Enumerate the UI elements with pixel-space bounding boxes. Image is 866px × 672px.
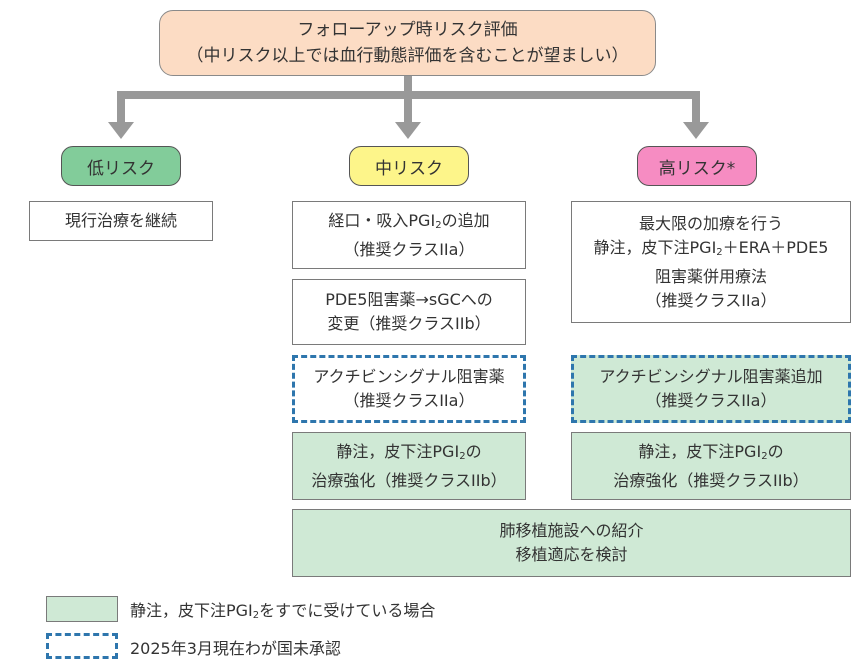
mid-drop-line xyxy=(404,91,412,123)
mid-b1-line1: 経口・吸入PGI2の追加 xyxy=(328,210,490,231)
mid-b2-line2: 変更（推奨クラスIIb） xyxy=(327,314,491,333)
low-risk-pill: 低リスク xyxy=(61,146,181,186)
mid-iv-sc-pgi2-intensify-box: 静注，皮下注PGI2の 治療強化（推奨クラスIIb） xyxy=(292,432,526,500)
high-b3-line2: 治療強化（推奨クラスIIb） xyxy=(613,470,809,490)
mid-b3-line1: アクチビンシグナル阻害薬 xyxy=(313,367,505,386)
legend-dashed-swatch xyxy=(46,633,118,659)
low-risk-label: 低リスク xyxy=(87,158,155,179)
high-b1-line1: 最大限の加療を行う xyxy=(638,213,783,233)
high-b3-line1: 静注，皮下注PGI2の xyxy=(638,441,784,462)
high-b1-line2: 静注，皮下注PGI2＋ERA＋PDE5 xyxy=(593,237,829,258)
high-b1-line3: 阻害薬併用療法 xyxy=(654,266,767,286)
right-drop-line xyxy=(692,91,700,123)
top-line-1: フォローアップ時リスク評価 xyxy=(297,20,518,40)
mid-b4-line1: 静注，皮下注PGI2の xyxy=(336,441,482,462)
legend-green-swatch xyxy=(46,596,118,622)
legend-green-text: 静注，皮下注PGI2をすでに受けている場合 xyxy=(130,601,436,621)
low-box-text: 現行治療を継続 xyxy=(64,211,177,230)
high-risk-label: 高リスク* xyxy=(658,158,736,179)
trunk-line xyxy=(404,76,412,98)
mid-oral-inhaled-pgi2-box: 経口・吸入PGI2の追加 （推奨クラスIIa） xyxy=(292,201,526,269)
bottom-line2: 移植適応を検討 xyxy=(515,545,628,564)
high-maximal-therapy-box: 最大限の加療を行う 静注，皮下注PGI2＋ERA＋PDE5 阻害薬併用療法 （推… xyxy=(571,201,851,323)
high-iv-sc-pgi2-intensify-box: 静注，皮下注PGI2の 治療強化（推奨クラスIIb） xyxy=(571,432,851,500)
arrow-to-low xyxy=(108,122,134,139)
high-b2-line1: アクチビンシグナル阻害薬追加 xyxy=(599,367,823,386)
continue-current-treatment-box: 現行治療を継続 xyxy=(29,201,213,241)
mid-risk-label: 中リスク xyxy=(375,158,443,179)
lung-transplant-referral-box: 肺移植施設への紹介 移植適応を検討 xyxy=(292,509,851,577)
legend-dashed-text: 2025年3月現在わが国未承認 xyxy=(130,639,341,658)
top-line-2: （中リスク以上では血行動態評価を含むことが望ましい） xyxy=(186,46,629,66)
bottom-line1: 肺移植施設への紹介 xyxy=(499,521,644,540)
mid-b2-line1: PDE5阻害薬→sGCへの xyxy=(325,290,493,309)
high-b2-line2: （推奨クラスIIa） xyxy=(645,391,777,410)
mid-b3-line2: （推奨クラスIIa） xyxy=(343,391,475,410)
high-risk-pill: 高リスク* xyxy=(637,146,757,186)
mid-risk-pill: 中リスク xyxy=(349,146,469,186)
high-activin-inhibitor-add-box: アクチビンシグナル阻害薬追加 （推奨クラスIIa） xyxy=(571,355,851,423)
mid-activin-inhibitor-box: アクチビンシグナル阻害薬 （推奨クラスIIa） xyxy=(292,355,526,423)
mid-b4-line2: 治療強化（推奨クラスIIb） xyxy=(311,470,507,490)
arrow-to-high xyxy=(683,122,709,139)
high-b1-line4: （推奨クラスIIa） xyxy=(645,290,777,310)
mid-b1-line2: （推奨クラスIIa） xyxy=(343,239,475,259)
mid-pde5-to-sgc-box: PDE5阻害薬→sGCへの 変更（推奨クラスIIb） xyxy=(292,279,526,345)
arrow-to-mid xyxy=(395,122,421,139)
left-drop-line xyxy=(117,91,125,123)
followup-risk-assessment-box: フォローアップ時リスク評価 （中リスク以上では血行動態評価を含むことが望ましい） xyxy=(159,10,656,76)
